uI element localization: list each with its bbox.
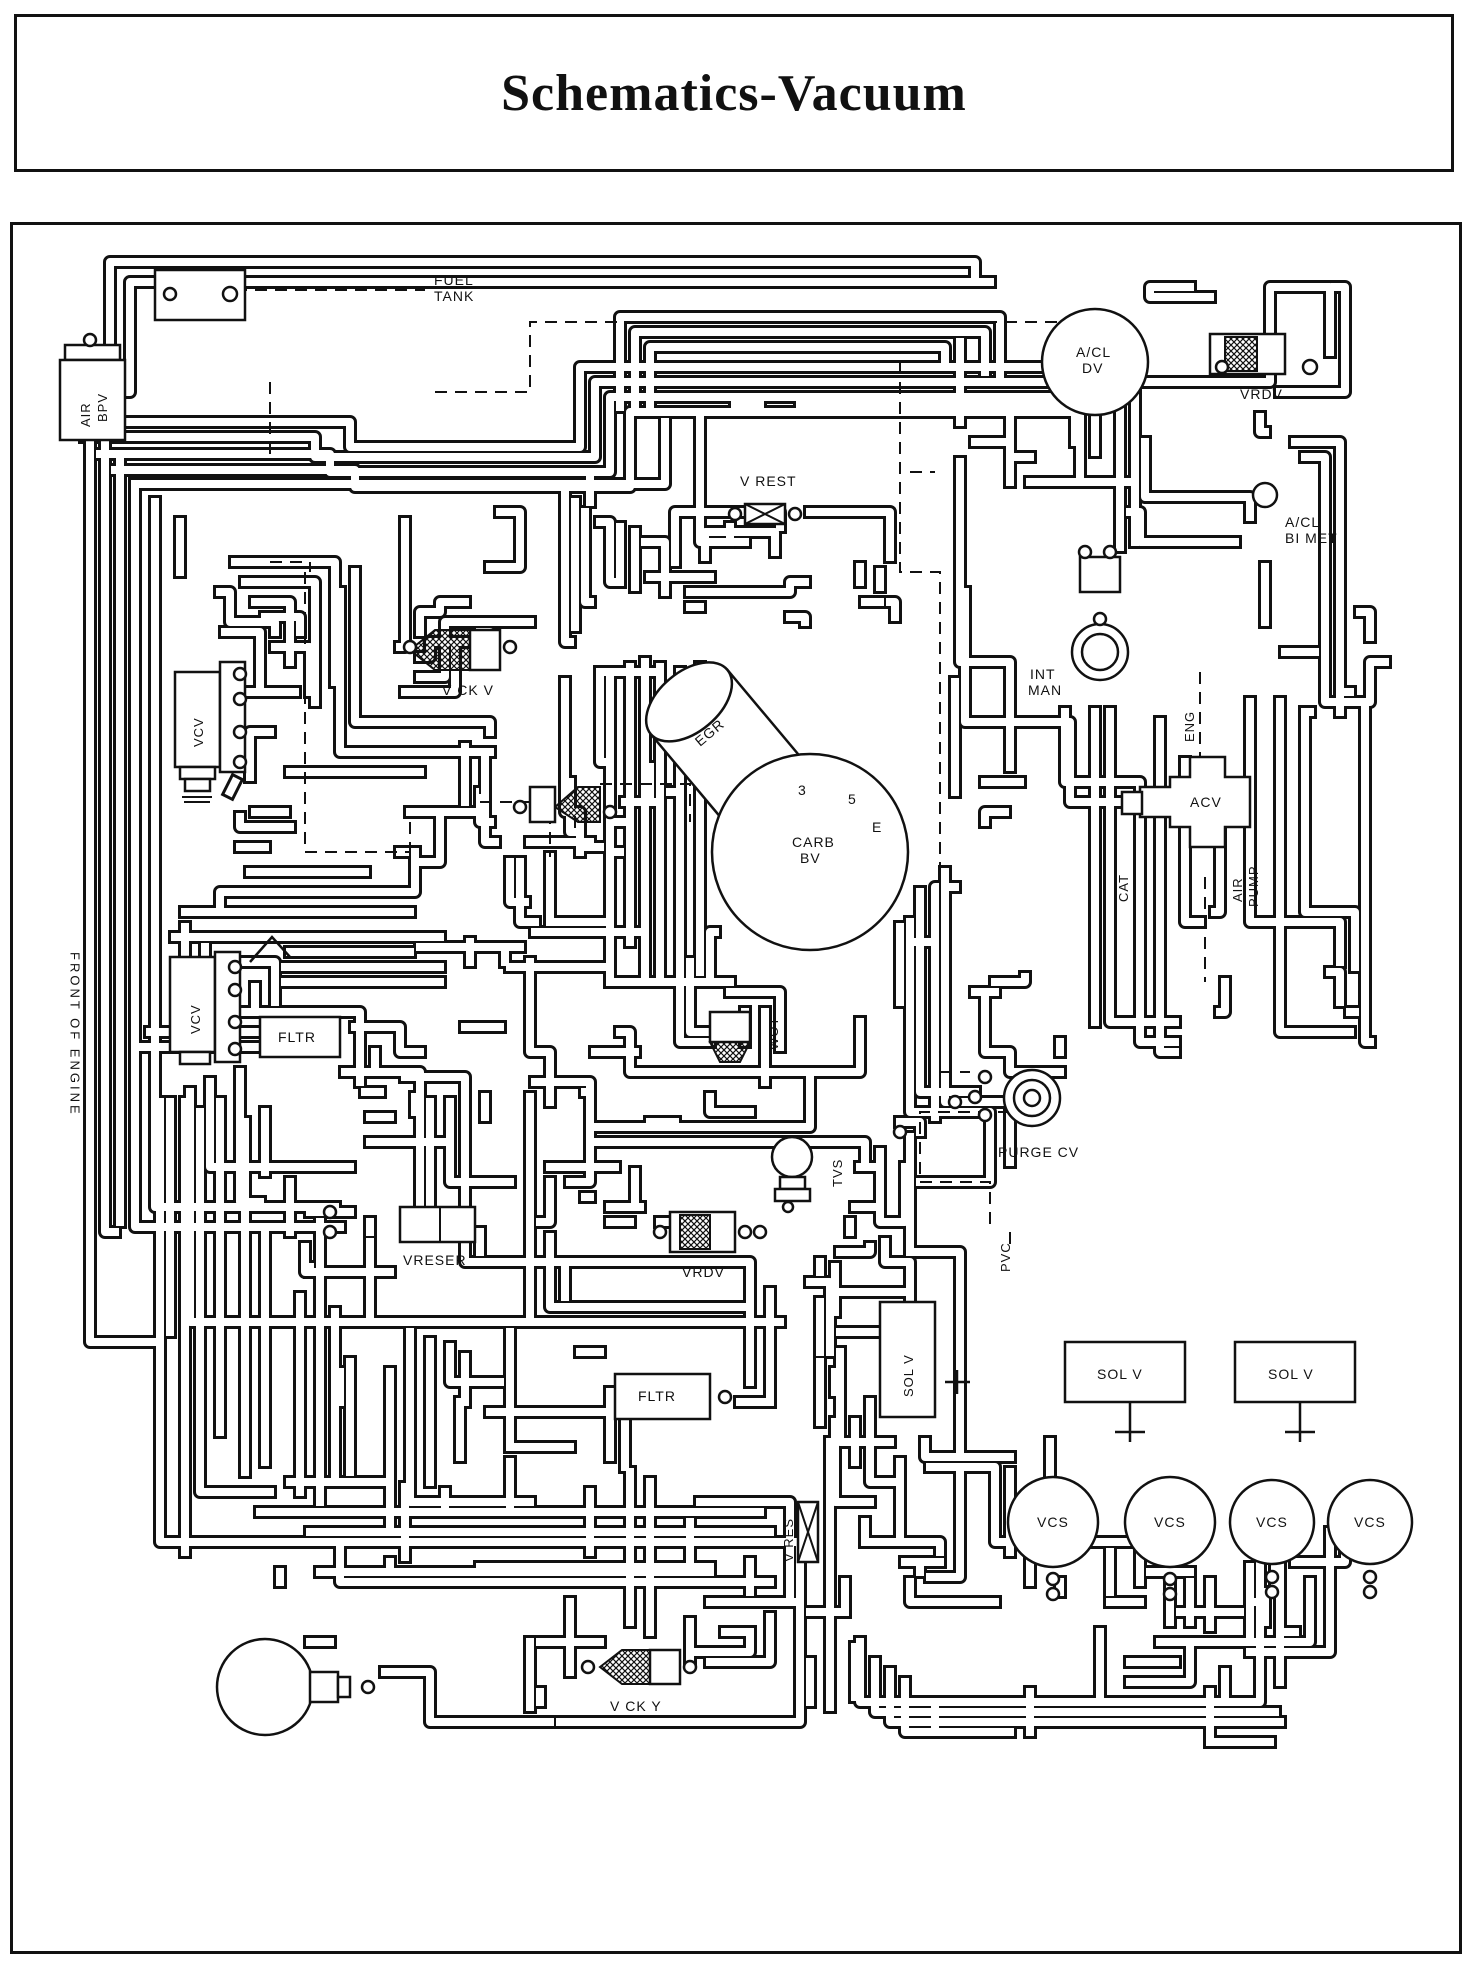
- v-res: [796, 1500, 820, 1564]
- vcv-lower-label: VCV: [188, 1004, 203, 1034]
- check-valve-center: [512, 785, 618, 824]
- fuel-tank-label-2: TANK: [434, 288, 474, 304]
- fltr-mid: [258, 1015, 342, 1059]
- v-ck-y-label: V CK Y: [610, 1698, 662, 1714]
- vcs-1: [1006, 1475, 1100, 1602]
- tvs: [770, 1135, 814, 1214]
- vcs-3: [1228, 1478, 1316, 1600]
- fuel-tank-connector: [153, 268, 247, 322]
- carb-e: E: [872, 819, 882, 835]
- acl-bimet-label-2: BI MET: [1285, 530, 1338, 546]
- v-ck-y: [580, 1648, 698, 1686]
- int-man: [1070, 544, 1130, 682]
- vreser-label: VRESER: [403, 1252, 467, 1268]
- fltr-bottom: [613, 1372, 733, 1421]
- tvs-label: TVS: [830, 1159, 845, 1187]
- int-man-label-2: MAN: [1028, 682, 1062, 698]
- front-of-engine-text: FRONT OF ENGINE: [68, 952, 83, 1117]
- acl-dv-label-1: A/CL: [1076, 344, 1111, 360]
- v-res-label: V RES: [781, 1518, 796, 1562]
- vcs-3-label: VCS: [1256, 1514, 1288, 1530]
- vcs-2: [1123, 1475, 1217, 1602]
- vrdv-top-label: VRDV: [1240, 386, 1283, 402]
- vcs-4: [1326, 1478, 1414, 1600]
- acl-dv-label-2: DV: [1082, 360, 1103, 376]
- purge-cv: [892, 1068, 1062, 1140]
- air-pump-label-1: AIR: [1230, 877, 1245, 902]
- vrdv-mid: [652, 1210, 768, 1254]
- air-bpv-label-1: AIR: [78, 402, 93, 427]
- carb-bv: [710, 752, 910, 952]
- cat-label: CAT: [1116, 874, 1131, 902]
- air-bpv-label-2: BPV: [95, 393, 110, 422]
- vcs-4-label: VCS: [1354, 1514, 1386, 1530]
- air-pump-label-2: PUMP: [1246, 865, 1261, 907]
- page-title: Schematics-Vacuum: [501, 64, 967, 122]
- wot-label: WOT: [766, 1017, 781, 1050]
- vcv-upper-label: VCV: [191, 717, 206, 747]
- v-ck-v: [402, 628, 518, 672]
- wot-switch: [708, 1010, 752, 1063]
- vcv-lower: [168, 935, 291, 1066]
- vcs-2-label: VCS: [1154, 1514, 1186, 1530]
- diagram-frame: [10, 222, 1462, 1954]
- acv: [1120, 755, 1252, 849]
- fltr-bottom-label: FLTR: [638, 1388, 676, 1404]
- vacuum-schematic: FUEL TANK AIR BPV A/CL DV VRDV A/CL BI M…: [58, 255, 1414, 1749]
- carb-bv-label-1: CARB: [792, 834, 835, 850]
- v-rest-label: V REST: [740, 473, 797, 489]
- purge-cv-label: PURGE CV: [998, 1144, 1079, 1160]
- carb-bv-label-2: BV: [800, 850, 821, 866]
- vrdv-mid-label: VRDV: [682, 1264, 725, 1280]
- v-ck-v-label: V CK V: [442, 682, 494, 698]
- sol-v-center: [878, 1300, 970, 1419]
- carb-num-5: 5: [848, 791, 857, 807]
- front-of-engine-label: FRONT OF ENGINE: [68, 952, 83, 1117]
- title-box: Schematics-Vacuum: [14, 14, 1454, 172]
- sol-v-center-label: SOL V: [901, 1354, 916, 1397]
- sol-v-left-label: SOL V: [1097, 1366, 1143, 1382]
- fltr-mid-label: FLTR: [278, 1029, 316, 1045]
- fuel-tank-label-1: FUEL: [434, 272, 474, 288]
- acl-bimet: [1251, 481, 1279, 509]
- carb-num-3: 3: [798, 782, 807, 798]
- vcs-1-label: VCS: [1037, 1514, 1069, 1530]
- hose-network-inner: [76, 258, 1389, 1746]
- acv-label: ACV: [1190, 794, 1222, 810]
- acl-bimet-label-1: A/CL: [1285, 514, 1320, 530]
- eng-label: ENG: [1182, 711, 1197, 742]
- sol-v-left: [1063, 1340, 1187, 1442]
- sol-v-right-label: SOL V: [1268, 1366, 1314, 1382]
- acl-dv: [1040, 307, 1150, 417]
- int-man-label-1: INT: [1030, 666, 1056, 682]
- vrdv-top: [1208, 332, 1319, 376]
- pvc-label: PVC: [998, 1242, 1013, 1272]
- air-bpv: [58, 332, 127, 442]
- v-rest: [727, 502, 803, 526]
- vcv-upper: [173, 660, 248, 803]
- vreser: [322, 1204, 477, 1244]
- vacuum-reservoir: [215, 1637, 376, 1737]
- sol-v-right: [1233, 1340, 1357, 1442]
- dashed-lines: [235, 289, 1206, 1252]
